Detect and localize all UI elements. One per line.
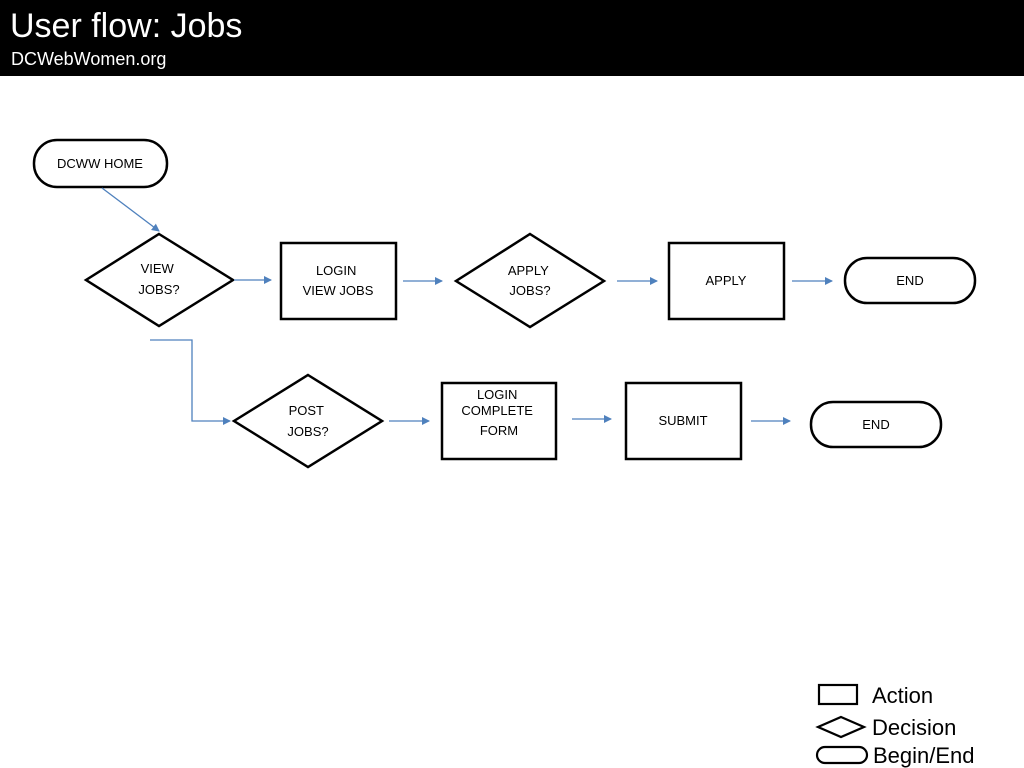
legend-decision-shape-icon xyxy=(815,715,867,739)
node-end-bottom-label: END xyxy=(862,417,889,432)
title-bar: User flow: Jobs DCWebWomen.org xyxy=(0,0,1024,76)
node-end-top: END xyxy=(843,256,977,305)
node-apply-label: APPLY xyxy=(706,273,747,288)
legend-decision-label: Decision xyxy=(872,715,956,740)
page-title: User flow: Jobs xyxy=(10,7,243,45)
node-login-complete-form: LOGIN COMPLETE FORM xyxy=(440,381,558,461)
node-submit-label: SUBMIT xyxy=(658,413,707,428)
node-end-bottom: END xyxy=(809,400,943,449)
node-end-top-label: END xyxy=(896,273,923,288)
legend-action-shape-icon xyxy=(817,683,859,706)
node-post-jobs-decision: POST JOBS? xyxy=(231,373,385,469)
node-post-jobs-label: POST JOBS? xyxy=(287,403,328,439)
node-view-jobs-label: VIEW JOBS? xyxy=(138,261,179,297)
node-submit: SUBMIT xyxy=(624,381,743,461)
node-dcww-home-label: DCWW HOME xyxy=(57,156,143,171)
legend-begin-end-shape-icon xyxy=(815,745,869,765)
node-view-jobs-decision: VIEW JOBS? xyxy=(83,232,236,328)
node-apply-jobs-label: APPLY JOBS? xyxy=(508,263,552,298)
node-login-view-jobs-label: LOGIN VIEW JOBS xyxy=(303,263,374,298)
node-login-view-jobs: LOGIN VIEW JOBS xyxy=(279,241,398,321)
node-apply: APPLY xyxy=(667,241,786,321)
legend: Action Decision Begin/End xyxy=(815,683,975,768)
page-subtitle: DCWebWomen.org xyxy=(11,49,167,69)
node-login-complete-form-label: LOGIN COMPLETE FORM xyxy=(461,387,536,438)
connector-home-to-view-jobs xyxy=(101,187,160,232)
connector-view-jobs-to-post-jobs xyxy=(150,339,231,425)
node-dcww-home: DCWW HOME xyxy=(32,138,169,189)
node-apply-jobs-decision: APPLY JOBS? xyxy=(453,232,607,329)
legend-begin-end-label: Begin/End xyxy=(873,743,975,768)
legend-action-label: Action xyxy=(872,683,933,708)
